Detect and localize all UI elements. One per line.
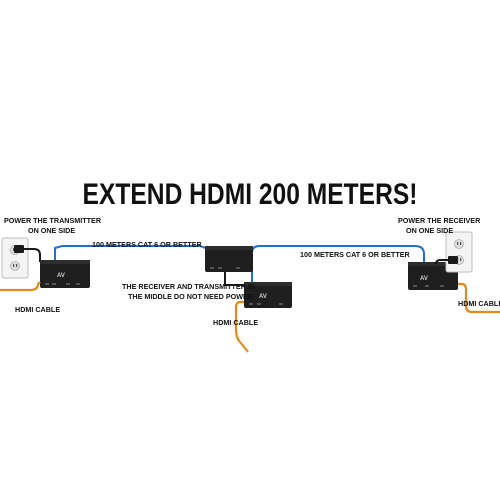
- left-transmitter-device-icon: AV: [40, 260, 90, 288]
- right-wall-outlet-icon: [445, 231, 473, 273]
- label-middle-1: THE RECEIVER AND TRANSMITTER IN: [122, 282, 256, 291]
- label-hdmi-left: HDMI CABLE: [15, 305, 61, 314]
- middle-link-cable: [224, 272, 246, 286]
- label-power-transmitter-1: POWER THE TRANSMITTER: [4, 216, 102, 225]
- diagram-title: EXTEND HDMI 200 METERS!: [82, 178, 418, 211]
- hdmi-cable-right: [458, 282, 500, 314]
- middle-transmitter-device-icon: AV: [244, 282, 292, 308]
- hdmi-cable-left: [0, 281, 41, 292]
- hdmi-cable-middle: [234, 300, 249, 353]
- left-wall-outlet-icon: [1, 237, 29, 279]
- label-power-receiver-1: POWER THE RECEIVER: [398, 216, 481, 225]
- svg-text:AV: AV: [259, 294, 267, 300]
- label-cat6-right: 100 METERS CAT 6 OR BETTER: [300, 250, 410, 259]
- label-cat6-left: 100 METERS CAT 6 OR BETTER: [92, 240, 202, 249]
- right-power-plug-icon: [435, 256, 458, 265]
- svg-text:AV: AV: [57, 273, 65, 279]
- left-power-plug-icon: [14, 245, 41, 262]
- middle-receiver-device-icon: [205, 246, 253, 272]
- label-middle-2: THE MIDDLE DO NOT NEED POWER.: [128, 292, 255, 301]
- label-hdmi-right: HDMI CABLE: [458, 299, 500, 308]
- cat6-cable-left: [54, 245, 209, 260]
- svg-text:AV: AV: [420, 276, 428, 282]
- label-hdmi-middle: HDMI CABLE: [213, 318, 259, 327]
- label-power-receiver-2: ON ONE SIDE: [406, 226, 454, 235]
- label-power-transmitter-2: ON ONE SIDE: [28, 226, 76, 235]
